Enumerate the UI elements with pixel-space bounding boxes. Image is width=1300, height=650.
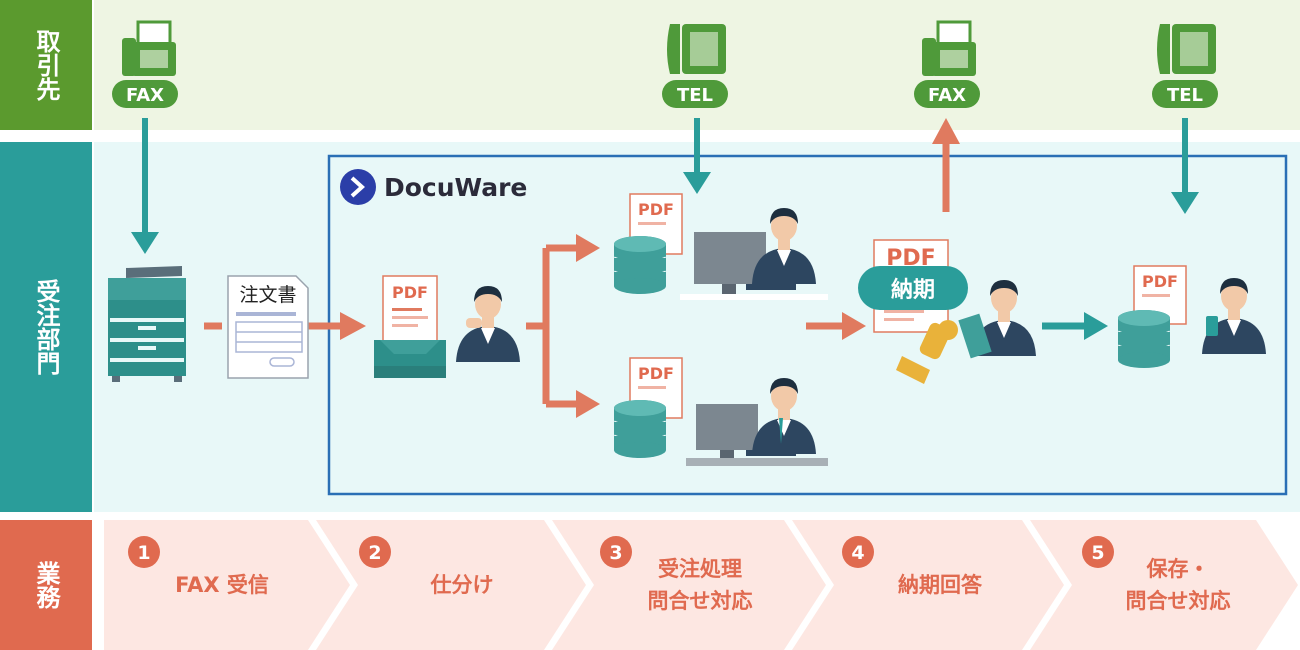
printer-icon: [108, 266, 186, 382]
step-1-number: 1: [137, 542, 150, 564]
step-2: 2 仕分け: [316, 520, 586, 650]
deadline-label: 納期: [891, 277, 935, 303]
step-5-number: 5: [1091, 542, 1104, 564]
step-5-label-line1: 保存・: [1146, 557, 1210, 581]
archive-database-icon: [1116, 308, 1172, 370]
partner-lane-label: 取引先: [32, 29, 60, 102]
step-2-badge: [359, 536, 391, 568]
inbox-tray-icon: [374, 340, 446, 378]
step-1-badge: [128, 536, 160, 568]
operations-lane-label-bg: [0, 520, 92, 650]
partner-lane-label-bg: [0, 0, 92, 130]
clipboard-icon: [958, 313, 992, 359]
step-1-label: FAX 受信: [175, 573, 269, 597]
order-form-document: 注文書: [227, 275, 309, 379]
step-3-label-line1: 受注処理: [658, 557, 742, 581]
fax-out-pill: [914, 80, 980, 108]
department-lane-label-bg: [0, 142, 92, 512]
step-5-label-line2: 問合せ対応: [1126, 589, 1231, 613]
docuware-brand-name: DocuWare: [384, 173, 527, 202]
step-5: 5 保存・ 問合せ対応: [1030, 520, 1298, 650]
step-4-label: 納期回答: [898, 573, 983, 597]
stamp-icon: [896, 320, 958, 384]
operations-lane-label: 業務: [32, 561, 60, 610]
tel-in-pill: [662, 80, 728, 108]
fax-out-device-icon: [922, 20, 976, 76]
fax-in-label: FAX: [126, 85, 164, 106]
tel-in-device-icon: [667, 24, 726, 74]
upper-database-icon: [612, 234, 668, 296]
upper-computer-icon: [680, 232, 828, 300]
tel-out-pill: [1152, 80, 1218, 108]
fax-in-device-icon: [122, 20, 176, 76]
step-3-number: 3: [609, 542, 622, 564]
step-3: 3 受注処理 問合せ対応: [552, 520, 826, 650]
step-2-label: 仕分け: [430, 573, 494, 597]
order-form-title: 注文書: [239, 284, 296, 306]
fax-in-pill: [112, 80, 178, 108]
tel-out-device-icon: [1157, 24, 1216, 74]
archive-pdf-label: PDF: [1142, 272, 1178, 291]
department-lane-label: 受注部門: [32, 278, 60, 376]
step-3-badge: [600, 536, 632, 568]
step-4: 4 納期回答: [792, 520, 1064, 650]
docuware-logo: DocuWare: [340, 169, 527, 205]
fax-out-label: FAX: [928, 85, 966, 106]
smartphone-icon: [1206, 316, 1218, 336]
deadline-pill: [858, 266, 968, 310]
tel-out-label: TEL: [1167, 85, 1203, 106]
step-4-number: 4: [851, 542, 864, 564]
lower-computer-icon: [686, 404, 828, 466]
step-5-badge: [1082, 536, 1114, 568]
inbox-pdf-document: PDF: [382, 275, 438, 345]
step-4-badge: [842, 536, 874, 568]
step-2-number: 2: [368, 542, 381, 564]
step-1: 1 FAX 受信: [104, 520, 350, 650]
lower-database-icon: [612, 398, 668, 460]
inbox-pdf-label: PDF: [392, 283, 428, 302]
lower-pdf-label: PDF: [638, 364, 674, 383]
upper-pdf-label: PDF: [638, 200, 674, 219]
docuware-logo-icon: [340, 169, 376, 205]
step-3-label-line2: 問合せ対応: [648, 589, 753, 613]
tel-in-label: TEL: [677, 85, 713, 106]
